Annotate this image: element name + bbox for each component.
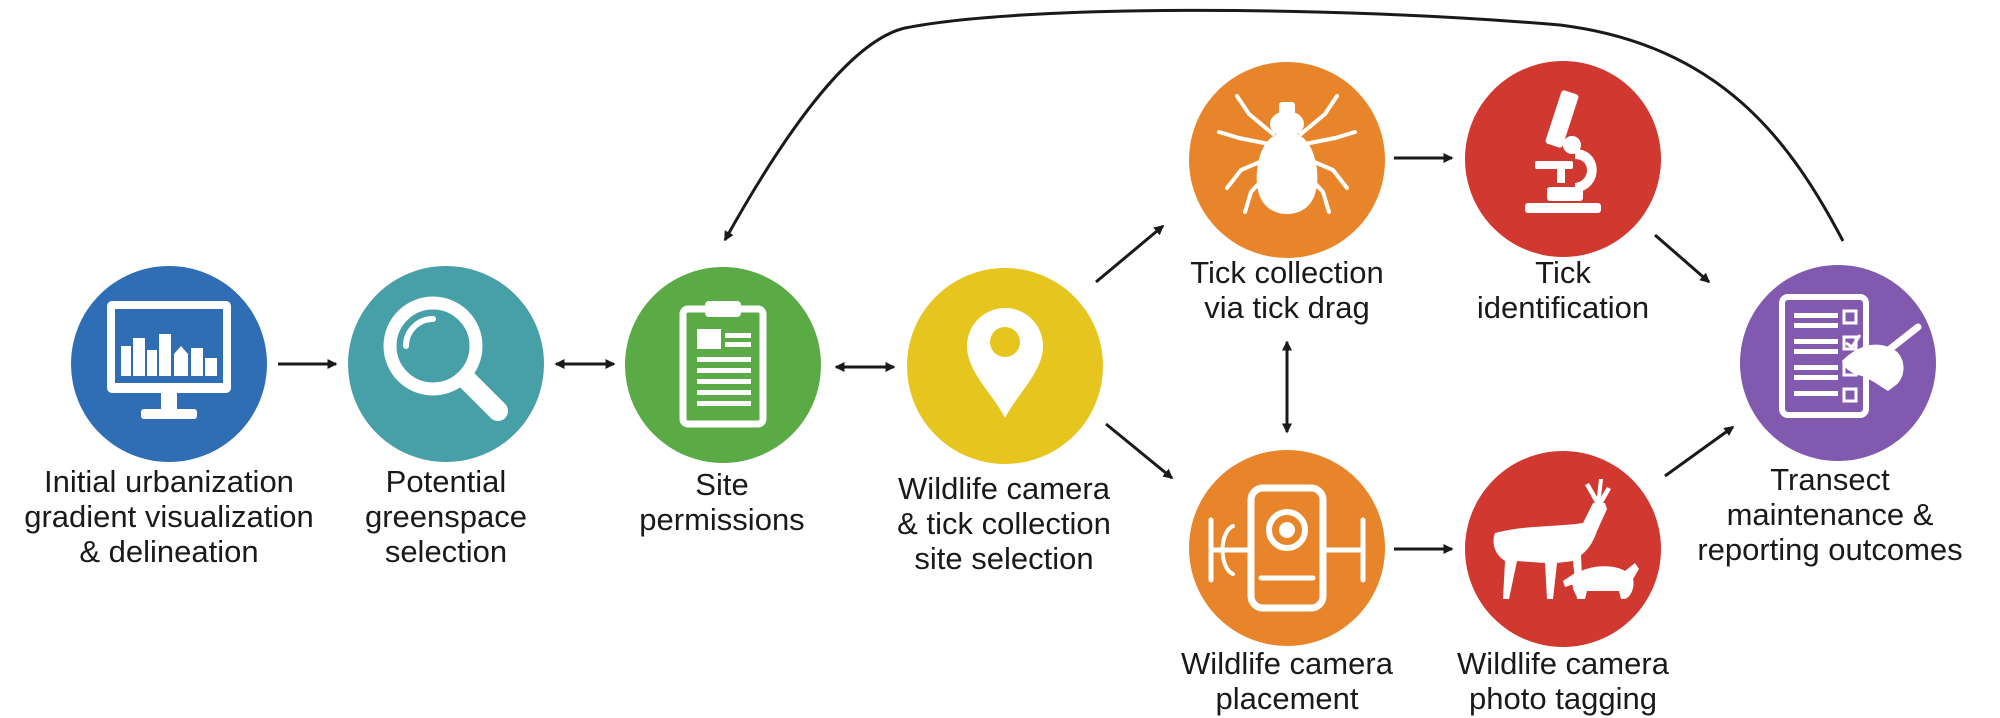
node-tick-collection-label: Tick collection via tick drag <box>1190 255 1384 325</box>
node-tick-collection-circle <box>1189 62 1385 258</box>
arrow-photo-tagging-to-transect <box>1664 425 1735 478</box>
magnifier-icon <box>383 296 508 421</box>
node-site-selection-label: Wildlife camera & tick collection site s… <box>897 471 1111 576</box>
arrow-site-selection-to-camera-placement <box>1105 422 1174 480</box>
feedback-loop-arrow <box>723 8 1845 242</box>
tick-icon <box>1217 94 1357 214</box>
node-tick-identification-label: Tick identification <box>1476 255 1650 325</box>
deer-raccoon-icon <box>1493 479 1639 599</box>
map-pin-icon <box>967 308 1043 418</box>
node-photo-tagging-label: Wildlife camera photo tagging <box>1457 646 1669 716</box>
monitor-city-icon <box>107 301 231 419</box>
node-permissions-label: Site permissions <box>639 467 805 537</box>
node-tick-identification-circle <box>1465 61 1661 257</box>
node-photo-tagging-circle <box>1465 451 1661 647</box>
node-transect-circle <box>1740 265 1936 461</box>
arrow-site-selection-to-tick-collection <box>1095 224 1165 284</box>
clipboard-icon <box>679 301 767 428</box>
node-camera-placement-label: Wildlife camera placement <box>1181 646 1393 716</box>
node-transect-label: Transect maintenance & reporting outcome… <box>1697 462 1963 567</box>
trail-camera-icon <box>1208 484 1366 612</box>
node-urbanization-circle <box>71 266 267 462</box>
node-site-selection-circle <box>907 268 1103 464</box>
node-greenspace-label: Potential greenspace selection <box>364 464 527 569</box>
node-urbanization-label: Initial urbanization gradient visualizat… <box>24 464 314 569</box>
node-permissions-circle <box>625 267 821 463</box>
checklist-icon <box>1779 294 1922 418</box>
arrow-identification-to-transect <box>1654 233 1711 284</box>
node-camera-placement-circle <box>1189 450 1385 646</box>
node-greenspace-circle <box>348 266 544 462</box>
microscope-icon <box>1525 90 1601 213</box>
